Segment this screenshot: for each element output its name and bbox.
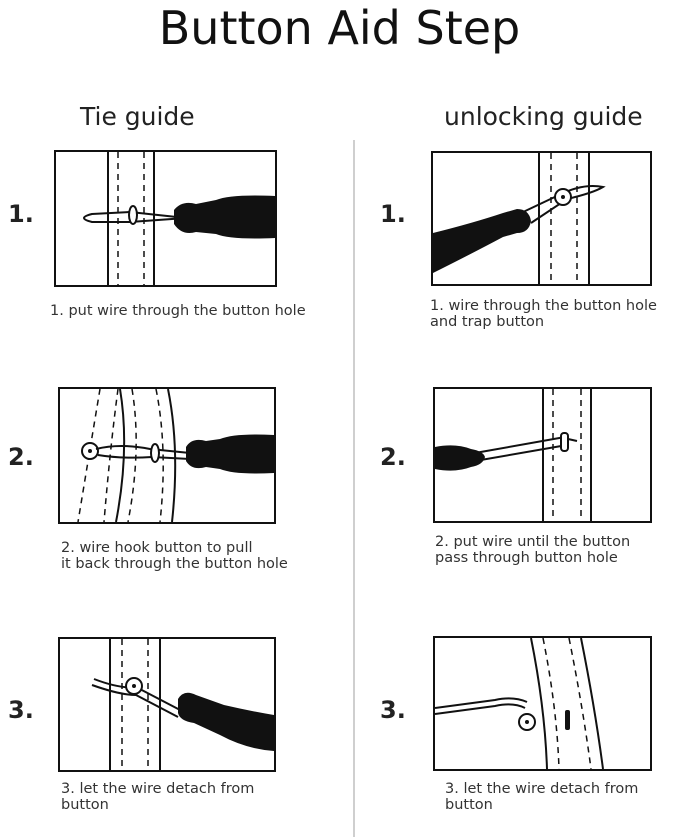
unlock-step-3-drawing — [435, 638, 604, 769]
unlock-step-3-caption: 3. let the wire detach from button — [445, 781, 639, 813]
unlock-step-1-drawing — [433, 153, 606, 284]
column-divider — [353, 140, 355, 837]
unlock-step-3-illustration — [433, 636, 652, 771]
tie-step-3-caption: 3. let the wire detach from button — [61, 781, 255, 813]
unlock-step-2-drawing — [435, 389, 592, 521]
tie-guide-heading: Tie guide — [80, 102, 195, 131]
unlock-step-2-caption: 2. put wire until the button pass throug… — [435, 534, 631, 566]
tie-step-3-drawing — [91, 639, 274, 770]
tie-step-3-illustration — [58, 637, 276, 772]
tie-step-1-illustration — [54, 150, 277, 287]
unlock-step-2-illustration — [433, 387, 652, 523]
tie-step-3-number: 3. — [8, 696, 34, 724]
tie-step-2-number: 2. — [8, 443, 34, 471]
unlock-step-2-number: 2. — [380, 443, 406, 471]
tie-step-2-caption: 2. wire hook button to pull it back thro… — [61, 540, 288, 572]
unlock-step-3-number: 3. — [380, 696, 406, 724]
unlock-step-1-number: 1. — [380, 200, 406, 228]
tie-step-2-drawing — [77, 389, 274, 522]
page-title: Button Aid Step — [158, 1, 521, 55]
tie-step-1-drawing — [83, 152, 275, 285]
unlock-step-1-illustration — [431, 151, 652, 286]
unlocking-guide-heading: unlocking guide — [444, 102, 643, 131]
tie-step-1-caption: 1. put wire through the button hole — [50, 303, 306, 319]
tie-step-1-number: 1. — [8, 200, 34, 228]
tie-step-2-illustration — [58, 387, 276, 524]
unlock-step-1-caption: 1. wire through the button hole and trap… — [430, 298, 657, 330]
